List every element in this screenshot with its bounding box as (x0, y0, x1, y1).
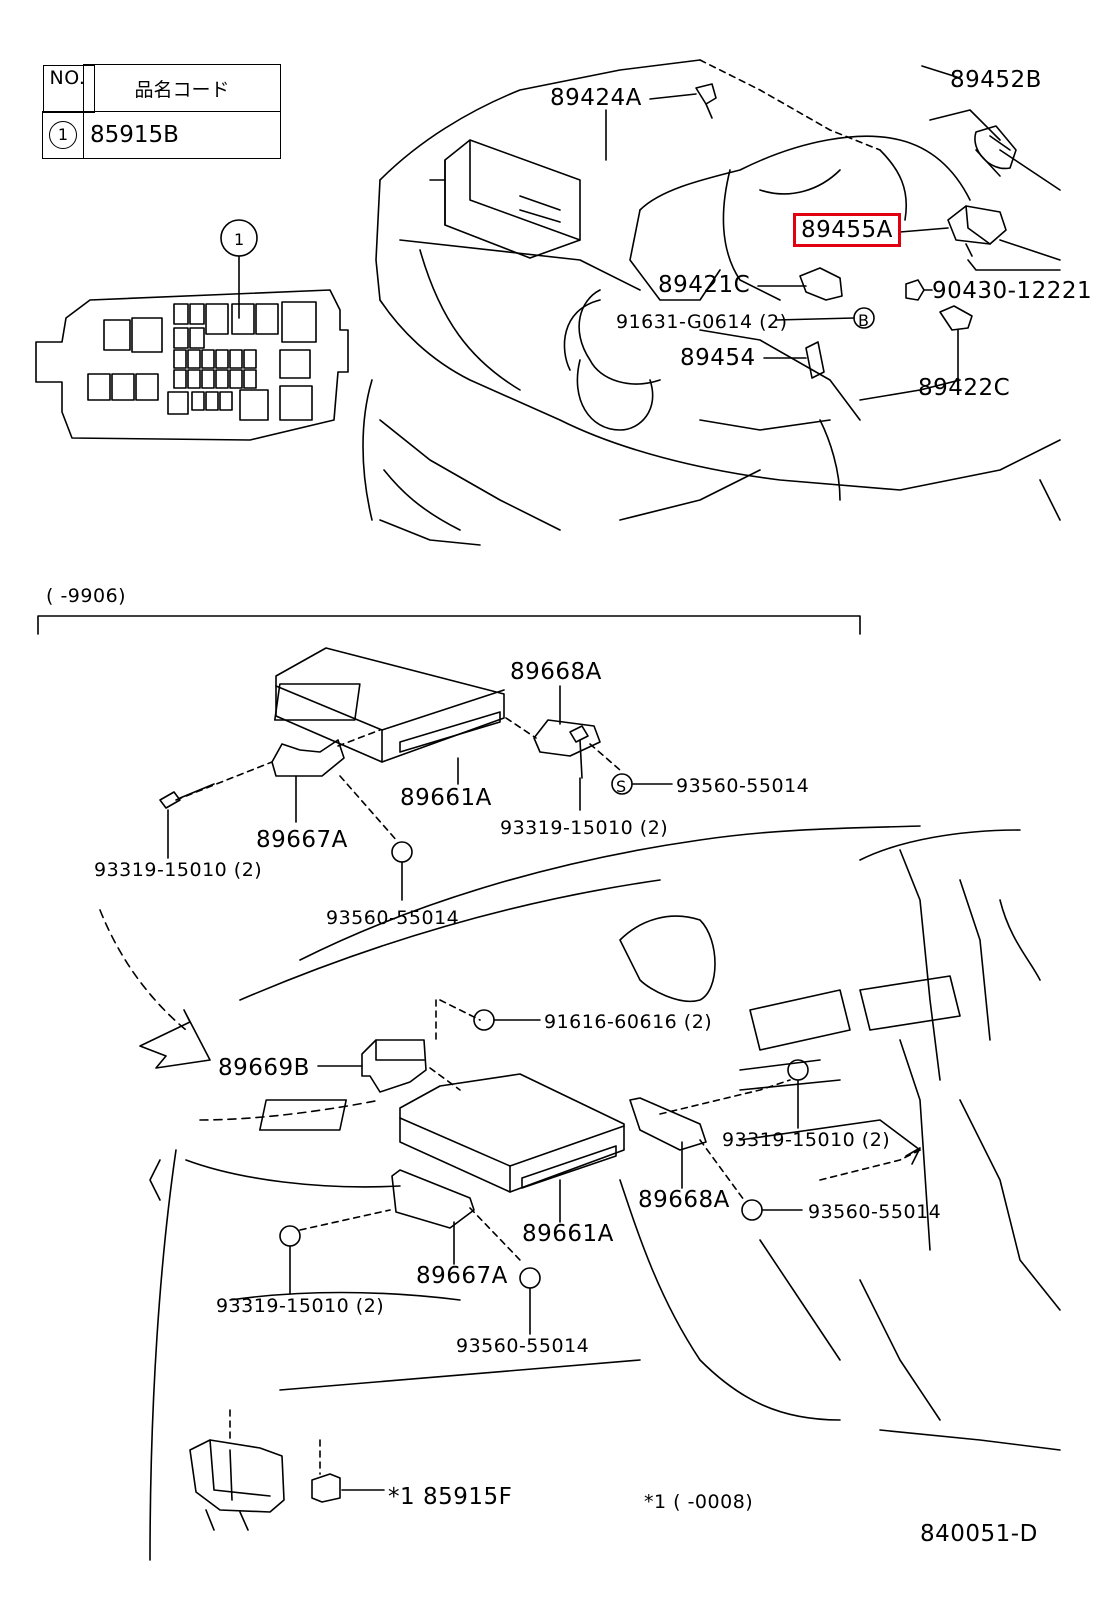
part-89669B[interactable]: 89669B (218, 1055, 310, 1081)
part-93560-55014-a[interactable]: 93560-55014 (676, 775, 810, 797)
diagram-id: 840051-D (920, 1521, 1038, 1547)
part-89668A-lower[interactable]: 89668A (638, 1187, 730, 1213)
part-90430-12221[interactable]: 90430-12221 (932, 278, 1093, 304)
part-93560-55014-c[interactable]: 93560-55014 (808, 1201, 942, 1223)
part-89667A-lower[interactable]: 89667A (416, 1263, 508, 1289)
part-91616-60616[interactable]: 91616-60616 (2) (544, 1011, 713, 1033)
screw-mark-s: S (616, 777, 627, 796)
date-range-top: ( -9906) (46, 585, 127, 607)
part-93319-15010-a[interactable]: 93319-15010 (2) (500, 817, 669, 839)
part-89452B[interactable]: 89452B (950, 67, 1042, 93)
legend-table: NO. 品名コード 1 85915B (42, 64, 281, 159)
engine-bay-drawing (362, 59, 1061, 546)
footnote: *1 ( -0008) (644, 1491, 754, 1513)
part-89667A-upper[interactable]: 89667A (256, 827, 348, 853)
part-89661A-upper[interactable]: 89661A (400, 785, 492, 811)
part-89454[interactable]: 89454 (680, 345, 756, 371)
part-89424A[interactable]: 89424A (550, 85, 642, 111)
legend-header-code: 品名コード (83, 64, 281, 112)
ecu-assembly-top (37, 615, 861, 901)
part-85915F[interactable]: *1 85915F (388, 1484, 513, 1510)
dashboard-drawing (99, 825, 1061, 1561)
fuse-box-callout: 1 (234, 230, 245, 249)
part-89661A-lower[interactable]: 89661A (522, 1221, 614, 1247)
fuse-box-drawing (35, 219, 349, 441)
part-91631-G0614[interactable]: 91631-G0614 (2) (616, 311, 788, 333)
part-89421C[interactable]: 89421C (658, 272, 751, 298)
part-93560-55014-b[interactable]: 93560-55014 (326, 907, 460, 929)
part-93560-55014-d[interactable]: 93560-55014 (456, 1335, 590, 1357)
bolt-mark-b: B (858, 311, 870, 330)
part-93319-15010-b[interactable]: 93319-15010 (2) (94, 859, 263, 881)
part-89668A-upper[interactable]: 89668A (510, 659, 602, 685)
part-89422C[interactable]: 89422C (918, 375, 1011, 401)
part-93319-15010-c[interactable]: 93319-15010 (2) (722, 1129, 891, 1151)
part-89455A-highlighted[interactable]: 89455A (793, 213, 901, 247)
legend-row-number: 1 (49, 121, 77, 149)
legend-header-no: NO. (42, 64, 95, 113)
legend-row-code[interactable]: 85915B (83, 111, 281, 159)
part-93319-15010-d[interactable]: 93319-15010 (2) (216, 1295, 385, 1317)
